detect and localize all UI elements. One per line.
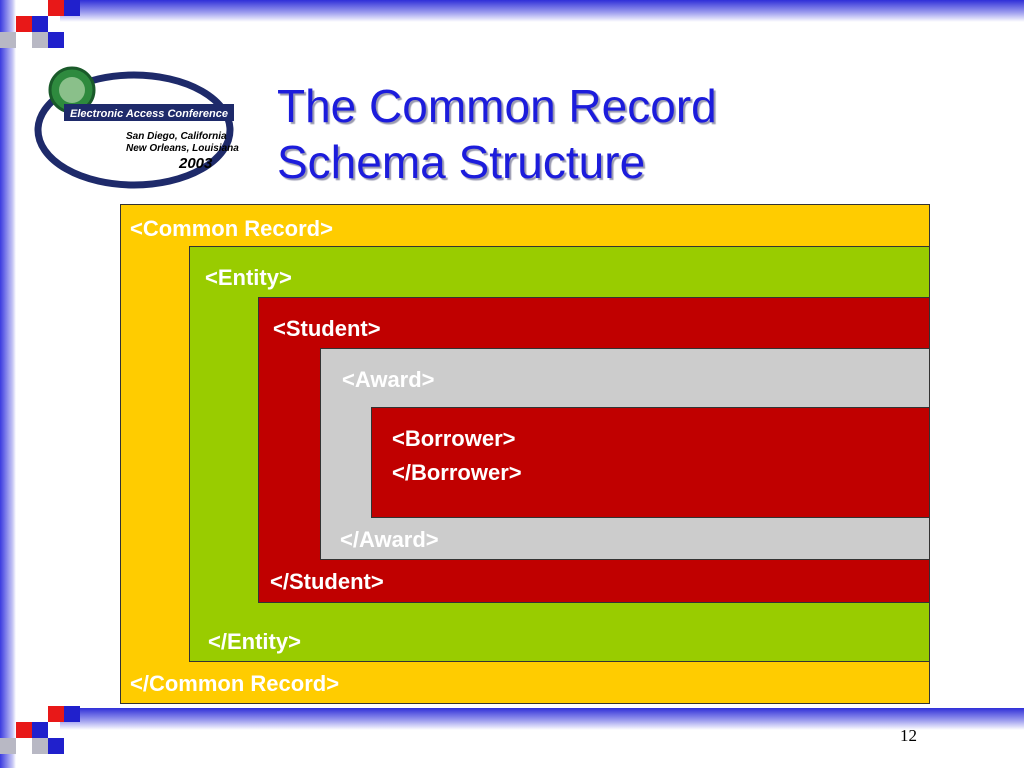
award-close-tag: </Award>	[340, 527, 439, 552]
common-record-close-tag: </Common Record>	[130, 671, 340, 696]
entity-close-tag: </Entity>	[208, 629, 301, 654]
svg-text:New Orleans, Louisiana: New Orleans, Louisiana	[126, 143, 239, 154]
svg-text:2003: 2003	[178, 155, 213, 172]
svg-text:San Diego, California: San Diego, California	[126, 131, 227, 142]
bottom-gradient-bar	[60, 708, 1024, 730]
svg-text:Electronic Access Conference: Electronic Access Conference	[70, 108, 228, 120]
page-number: 12	[900, 726, 917, 745]
left-gradient-strip	[0, 0, 16, 768]
borrower-open-tag: <Borrower>	[392, 426, 516, 451]
top-checker-decoration	[0, 0, 80, 60]
slide-title: The Common Record Schema Structure	[277, 78, 837, 190]
borrower-box	[371, 407, 930, 518]
slide-title-line-2: Schema Structure	[277, 136, 646, 188]
award-open-tag: <Award>	[342, 367, 435, 392]
bottom-checker-decoration	[0, 706, 80, 766]
student-open-tag: <Student>	[273, 316, 381, 341]
student-close-tag: </Student>	[270, 569, 384, 594]
top-gradient-bar	[60, 0, 1024, 22]
conference-logo: Electronic Access Conference San Diego, …	[34, 62, 254, 192]
conference-logo-graphic: Electronic Access Conference San Diego, …	[34, 66, 239, 189]
borrower-close-tag: </Borrower>	[392, 460, 522, 485]
slide-title-line-1: The Common Record	[277, 80, 717, 132]
entity-open-tag: <Entity>	[205, 265, 292, 290]
common-record-open-tag: <Common Record>	[130, 216, 333, 241]
